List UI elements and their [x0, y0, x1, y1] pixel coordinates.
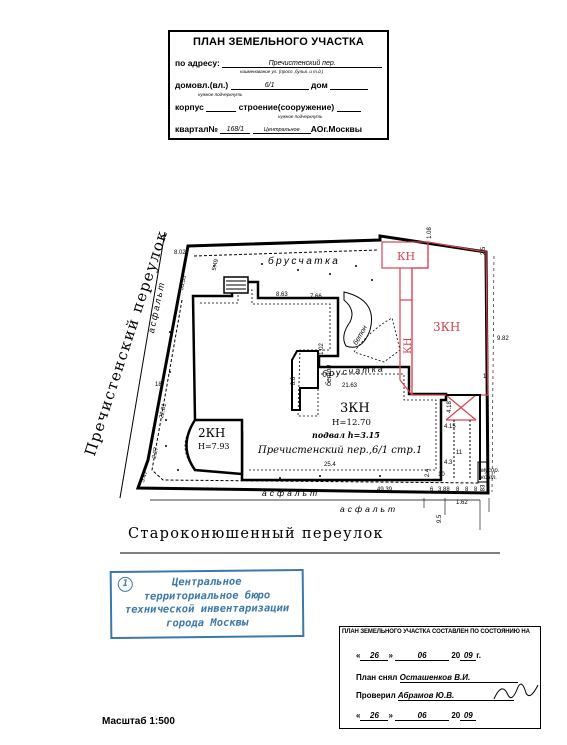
block-field: 168/1 [220, 123, 251, 134]
house-label: домовл.(вл.) [175, 80, 229, 90]
address-row: по адресу: Пречистенский пер. [175, 57, 383, 68]
date2-year: 09 [460, 711, 477, 721]
surveyor-label: План снял [356, 673, 398, 682]
dim-10: 10 [438, 472, 445, 478]
dim-8-63: 8.63 [276, 292, 288, 298]
garbage-line2: конт. [481, 475, 498, 481]
stamp-number: 1 [117, 576, 133, 592]
dim-18: 18 [155, 382, 162, 388]
dim-8-b: 8 [465, 487, 469, 493]
house-field: 6/1 [230, 79, 309, 90]
garbage-line1: мусор. [481, 468, 500, 474]
building-3kn-label: 3КН [340, 401, 370, 416]
checker-label: Проверил [356, 691, 396, 700]
house-label2: дом [311, 80, 328, 90]
surveyor-name: Осташенков В.И. [399, 673, 518, 683]
header-stamp: ПЛАН ЗЕМЕЛЬНОГО УЧАСТКА по адресу: Пречи… [168, 30, 389, 140]
paving-dots [165, 263, 381, 479]
dim-4-3: 4.3 [444, 460, 453, 466]
concrete-label: бетон [326, 364, 333, 386]
stamp-line-3: технической инвентаризации [124, 602, 290, 616]
address-field: Пречистенский пер. [222, 57, 383, 68]
address-label: по адресу: [175, 58, 220, 68]
red-kn-label-2: КН [403, 337, 414, 354]
dim-4-18: 4.18 [446, 401, 453, 413]
date1-suffix: г. [476, 651, 482, 660]
dim-3-88: 3.88 [438, 487, 450, 493]
asphalt-label-bottom2: асфальт [340, 504, 399, 514]
dim-1-62: 1.62 [456, 500, 468, 506]
date1-month: 06 [395, 651, 450, 661]
plan-title: ПЛАН ЗЕМЕЛЬНОГО УЧАСТКА [192, 36, 364, 48]
dim-83: 83 [480, 484, 487, 492]
asphalt-label-bottom: асфальт [262, 488, 321, 498]
building-label: строение(сооружение) [238, 102, 335, 112]
house-hint: нужное подчеркнуть [198, 92, 243, 97]
district-value: Центральное [263, 127, 300, 133]
building-2kn-label: 2КН [198, 426, 226, 440]
block-value: 168/1 [226, 126, 245, 133]
dim-8-02: 8.02 [174, 250, 186, 256]
checker-name: Абрамов Ю.В. [397, 691, 514, 701]
plot-boundary [135, 234, 490, 495]
date2-month: 06 [395, 711, 450, 721]
dim-11: 11 [456, 450, 463, 456]
red-kn-label-1: КН [397, 250, 416, 263]
dim-8-c: 8 [474, 487, 478, 493]
building-2kn-height: H=7.93 [198, 442, 230, 451]
dim-1: 1 [483, 374, 487, 380]
fence-dashed [151, 249, 481, 484]
status-box: ПЛАН ЗЕМЕЛЬНОГО УЧАСТКА СОСТАВЛЕН ПО СОС… [339, 626, 541, 729]
district-label: АОг.Москвы [310, 124, 363, 134]
dim-9-82: 9.82 [497, 336, 509, 342]
house-value: 6/1 [264, 82, 275, 89]
dim-21-63: 21.63 [342, 383, 358, 389]
dim-6: 6 [430, 487, 434, 493]
dim-9-5: 9.5 [437, 514, 444, 524]
address-value: Пречистенский пер. [268, 60, 336, 67]
dim-1-08: 1.08 [426, 227, 433, 239]
dim-2-5: 2.5 [481, 246, 488, 256]
bti-stamp: 1 Центральное территориальное бюро техни… [109, 568, 305, 640]
stamp-line-4: города Москвы [166, 616, 249, 629]
red-3kn-label: 3КН [433, 320, 461, 334]
dim-7-66: 7.66 [310, 294, 322, 300]
status-heading: ПЛАН ЗЕМЕЛЬНОГО УЧАСТКА СОСТАВЛЕН ПО СОС… [342, 629, 530, 635]
building-3kn-height: H=12.70 [332, 418, 371, 428]
block-row: квартал№ 168/1 Центральное АОг.Москвы [175, 123, 362, 134]
checker-row: Проверил Абрамов Ю.В. [356, 691, 514, 701]
korpus-row: корпус строение(сооружение) [175, 102, 361, 112]
scale-label: Масштаб 1:500 [102, 716, 175, 727]
garbage-label: мусор. конт. [481, 468, 499, 482]
street-label-bottom: Староконюшенный переулок [128, 526, 384, 542]
building-3kn-basement: подвал h=3.15 [312, 430, 380, 440]
dim-8-8: 8.8 [291, 376, 298, 386]
dim-8-a: 8 [456, 487, 460, 493]
house-row: домовл.(вл.) 6/1 дом [175, 79, 369, 90]
date1-year: 09 [460, 651, 477, 661]
surveyor-row: План снял Осташенков В.И. [356, 673, 518, 683]
date2-day: 26 [360, 711, 389, 721]
korpus-label: корпус [175, 102, 204, 112]
paving-label-top: брусчатка [268, 256, 341, 267]
building-address-note: Пречистенский пер.,6/1 стр.1 [258, 445, 423, 456]
date2-year-prefix: 20 [451, 711, 461, 720]
address-hint: наименование ул. (просп.,бульв. и т.д.) [240, 69, 324, 74]
date1-day: 26 [360, 651, 389, 661]
signature-scribble [493, 683, 539, 700]
dim-4-15: 4.15 [444, 424, 456, 430]
dim-25-4: 25.4 [324, 462, 336, 468]
main-building-outline [191, 280, 448, 482]
dim-2-4: 2.4 [425, 468, 432, 478]
dim-1-02: 1.02 [318, 343, 325, 355]
building-hint: нужное подчеркнуть [278, 114, 323, 119]
date1-year-prefix: 20 [451, 651, 461, 660]
red-annex-outline [381, 241, 489, 421]
street-line-left [119, 231, 166, 499]
dim-49-39: 49.39 [377, 487, 393, 493]
block-label: квартал№ [175, 124, 218, 134]
